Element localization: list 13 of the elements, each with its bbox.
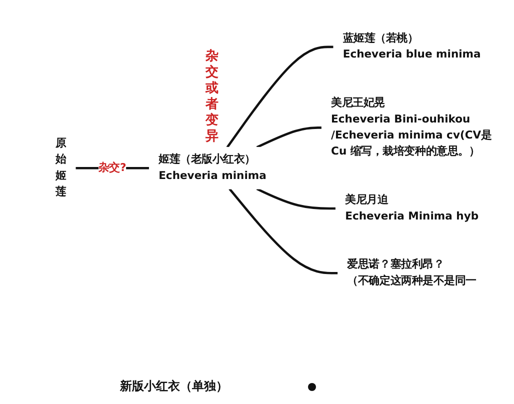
- connector: [256, 126, 322, 148]
- node-text: 美尼王妃晃 Echeveria Bini-ouhikou /Echeveria minima cv(CV是Cu 缩写，栽培变种的意思。）: [331, 96, 492, 158]
- node-text: 原始姬莲: [55, 137, 66, 198]
- note-text: 新版小红衣（单独）: [120, 378, 228, 395]
- connector: [228, 188, 338, 274]
- node-text: 美尼月迫 Echeveria Minima hyb: [345, 194, 479, 222]
- node-text: 蓝姬莲（若桃） Echeveria blue minima: [342, 32, 481, 61]
- node-text: 爱思诺？塞拉利昂？ （不确定这两种是不是同一: [347, 258, 476, 287]
- edge-label: 杂交?: [98, 162, 126, 174]
- vertical-label: 杂交或者变异: [204, 49, 220, 146]
- connector: [256, 188, 336, 210]
- node-text: 姬莲（老版小红衣） Echeveria minima: [158, 153, 266, 182]
- connector: [226, 46, 334, 148]
